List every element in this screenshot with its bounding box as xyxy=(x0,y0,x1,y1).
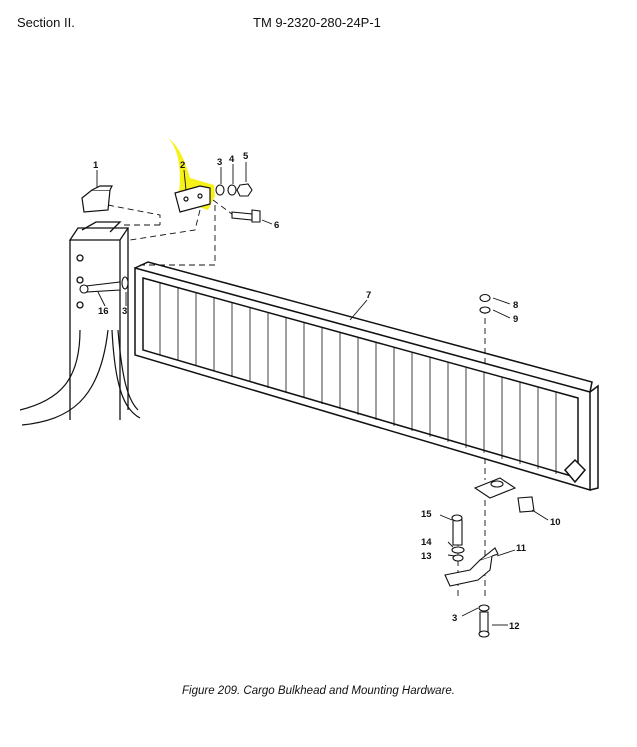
callout-3-top: 3 xyxy=(217,157,222,168)
lower-bracket xyxy=(473,477,517,499)
callout-11: 11 xyxy=(516,543,527,554)
callout-2: 2 xyxy=(180,160,185,171)
hardware-3-4-5 xyxy=(215,183,253,197)
item-6-bolt xyxy=(231,209,261,223)
callout-7: 7 xyxy=(366,290,371,301)
callout-15: 15 xyxy=(421,509,432,520)
hardware-13-14-15 xyxy=(451,514,465,562)
callout-9: 9 xyxy=(513,314,518,325)
item-11-bracket xyxy=(444,547,499,587)
callout-12: 12 xyxy=(509,621,520,632)
item-10-pad xyxy=(517,496,535,513)
body-contour xyxy=(19,329,141,426)
callout-10: 10 xyxy=(550,517,561,528)
bulkhead-slats xyxy=(159,282,557,474)
callout-16: 16 xyxy=(98,306,109,317)
callout-13: 13 xyxy=(421,551,432,562)
tm-number: TM 9-2320-280-24P-1 xyxy=(253,15,381,30)
item-16-bolt xyxy=(79,276,129,294)
item-2-bracket xyxy=(174,185,211,213)
hardware-8-9 xyxy=(479,293,491,314)
callout-3-bottom: 3 xyxy=(452,613,457,624)
callout-4: 4 xyxy=(229,154,235,165)
item-7-bulkhead xyxy=(134,261,599,492)
callout-6: 6 xyxy=(274,220,279,231)
leader-lines xyxy=(96,162,549,626)
callout-5: 5 xyxy=(243,151,249,162)
section-label: Section II. xyxy=(17,15,75,30)
stake-post xyxy=(68,221,130,420)
hardware-3-12 xyxy=(478,604,490,638)
callout-1: 1 xyxy=(93,160,99,171)
callout-3-left: 3 xyxy=(122,306,127,317)
callout-8: 8 xyxy=(513,300,518,311)
callout-14: 14 xyxy=(421,537,432,548)
item-1-block xyxy=(81,185,113,213)
figure-caption: Figure 209. Cargo Bulkhead and Mounting … xyxy=(182,685,455,697)
